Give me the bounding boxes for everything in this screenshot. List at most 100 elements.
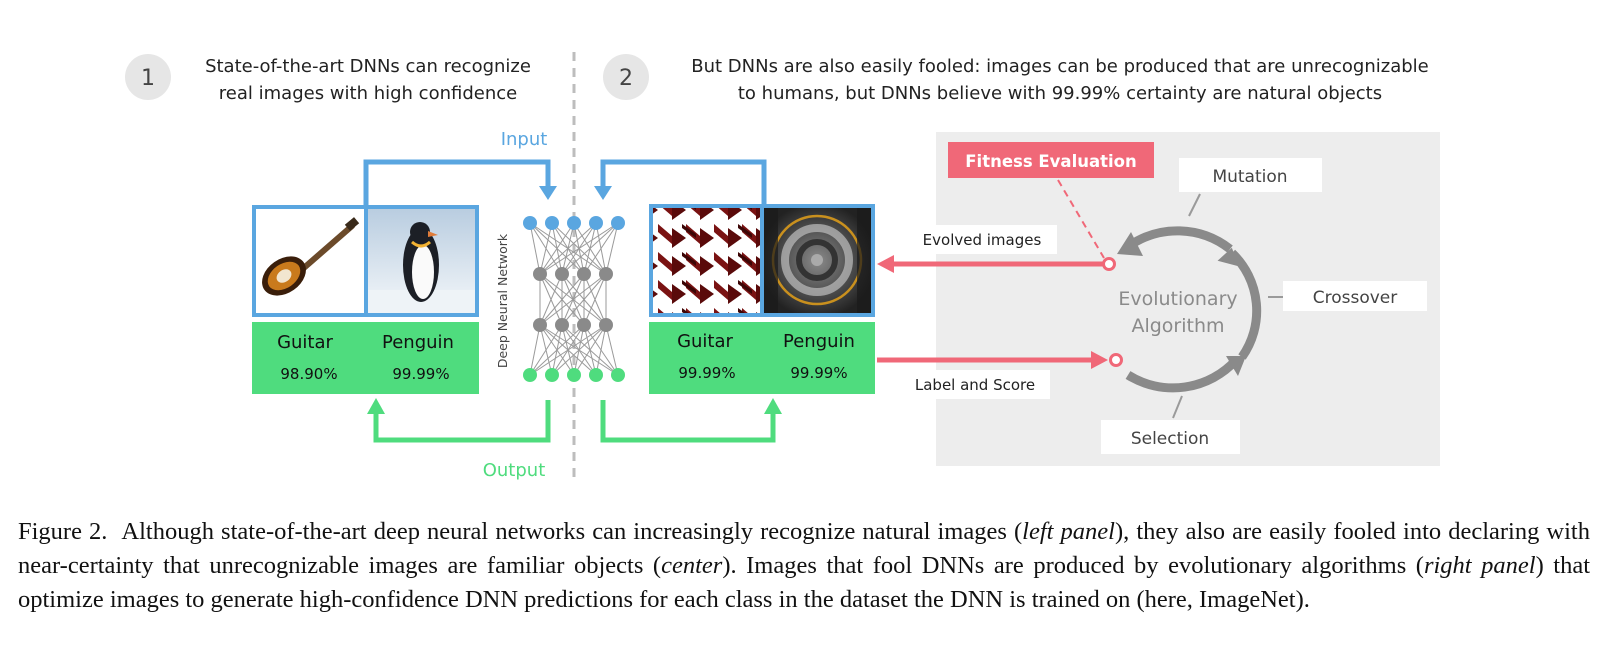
center-result-label-0: Guitar — [677, 331, 733, 352]
label-score-arrowhead — [1091, 351, 1108, 369]
penguin-photo — [368, 209, 475, 313]
nn-edge — [561, 222, 619, 275]
left-results-box — [252, 322, 479, 394]
evolved-images-tag — [907, 225, 1057, 254]
nn-output-node — [545, 368, 559, 382]
center-result-score-0: 99.99% — [678, 364, 735, 382]
nn-hidden-node — [599, 318, 613, 332]
mutation-text: Mutation — [1212, 167, 1287, 187]
nn-edge — [529, 222, 541, 275]
evolved-images-node — [1102, 257, 1116, 271]
nn-hidden-node — [599, 267, 613, 281]
nn-edge — [583, 273, 607, 326]
nn-input-node — [611, 216, 625, 230]
evolved-images-arrowhead — [877, 255, 894, 273]
nn-edge — [539, 273, 563, 326]
nn-edge — [551, 324, 607, 376]
selection-tag — [1101, 420, 1240, 454]
algorithm-text: Algorithm — [1131, 315, 1224, 337]
nn-input-node — [567, 216, 581, 230]
nn-edge — [529, 324, 607, 376]
input-arrowhead-right — [594, 186, 612, 200]
fitness-connector — [1057, 179, 1105, 259]
input-arrowhead-left — [539, 186, 557, 200]
left-result-label-0: Guitar — [277, 332, 333, 353]
label-score-text: Label and Score — [915, 376, 1035, 394]
nn-edge — [605, 324, 619, 376]
center-results-box — [649, 322, 875, 394]
nn-edge — [529, 324, 541, 376]
evolved-images-text: Evolved images — [923, 231, 1042, 249]
fitness-evaluation-badge — [948, 142, 1154, 178]
left-result-score-0: 98.90% — [280, 365, 337, 383]
neural-network-graph — [523, 216, 625, 382]
nn-hidden-node — [533, 318, 547, 332]
step-2-line2: to humans, but DNNs believe with 99.99% … — [738, 83, 1382, 104]
nn-input-node — [523, 216, 537, 230]
nn-output-node — [589, 368, 603, 382]
center-result-score-1: 99.99% — [790, 364, 847, 382]
fitness-evaluation-text: Fitness Evaluation — [965, 152, 1136, 171]
input-label: Input — [501, 129, 548, 150]
nn-input-node — [545, 216, 559, 230]
nn-edge — [561, 273, 607, 326]
output-arrowhead-right — [764, 398, 782, 414]
evolutionary-text: Evolutionary — [1118, 288, 1237, 310]
nn-hidden-node — [533, 267, 547, 281]
nn-output-node — [523, 368, 537, 382]
evolution-cycle — [1117, 226, 1262, 393]
nn-edge — [539, 273, 585, 326]
nn-edge — [539, 222, 553, 275]
nn-edge — [595, 324, 607, 376]
evolved-guitar-pattern — [653, 208, 760, 313]
nn-edge — [539, 222, 597, 275]
nn-edge — [605, 222, 619, 275]
selection-text: Selection — [1131, 429, 1209, 449]
caption-text-4: ) that optimize images to generate high-… — [18, 551, 1590, 613]
output-arrow-right — [600, 400, 776, 443]
output-arrowhead-left — [367, 398, 385, 414]
caption-text-1: Although state-of-the-art deep neural ne… — [121, 517, 1023, 545]
caption-text-2: ), they also are easily fooled into decl… — [18, 517, 1590, 579]
output-label: Output — [483, 460, 546, 481]
nn-output-node — [611, 368, 625, 382]
input-arrow-left — [363, 159, 551, 205]
nn-edge — [573, 324, 607, 376]
nn-edge — [539, 222, 619, 275]
nn-edge — [539, 273, 607, 326]
nn-hidden-node — [577, 267, 591, 281]
evolved-penguin-pattern — [764, 208, 871, 313]
step-2-number: 2 — [619, 66, 633, 91]
caption-italic-right-panel: right panel — [1423, 551, 1536, 579]
mutation-connector — [1188, 193, 1201, 217]
step-1-line1: State-of-the-art DNNs can recognize — [205, 56, 531, 77]
nn-edge — [539, 222, 575, 275]
caption-italic-center: center — [661, 551, 723, 579]
crossover-text: Crossover — [1313, 288, 1398, 308]
nn-edge — [529, 324, 585, 376]
step-2-line1: But DNNs are also easily fooled: images … — [691, 56, 1428, 77]
nn-hidden-node — [555, 318, 569, 332]
nn-hidden-node — [577, 318, 591, 332]
step-1-badge — [125, 54, 171, 100]
selection-connector — [1172, 395, 1183, 419]
output-arrow-left — [373, 400, 551, 443]
left-result-score-1: 99.99% — [392, 365, 449, 383]
step-1-number: 1 — [141, 66, 155, 91]
caption-label: Figure 2. — [18, 517, 108, 545]
step-1-line2: real images with high confidence — [219, 83, 517, 104]
caption-italic-left-panel: left panel — [1022, 517, 1115, 545]
caption-text-3: ). Images that fool DNNs are produced by… — [722, 551, 1424, 579]
nn-edge — [529, 324, 563, 376]
label-score-tag — [900, 370, 1050, 399]
network-label: Deep Neural Network — [495, 233, 510, 368]
crossover-tag — [1283, 281, 1427, 311]
center-result-label-1: Penguin — [783, 331, 855, 352]
nn-input-node — [589, 216, 603, 230]
mutation-tag — [1179, 158, 1322, 192]
figure-diagram: 1 State-of-the-art DNNs can recognize re… — [125, 52, 1440, 481]
figure-caption: Figure 2. Although state-of-the-art deep … — [18, 515, 1590, 617]
input-arrow-right — [600, 159, 767, 205]
guitar-photo — [256, 209, 364, 313]
nn-edge — [583, 222, 619, 275]
